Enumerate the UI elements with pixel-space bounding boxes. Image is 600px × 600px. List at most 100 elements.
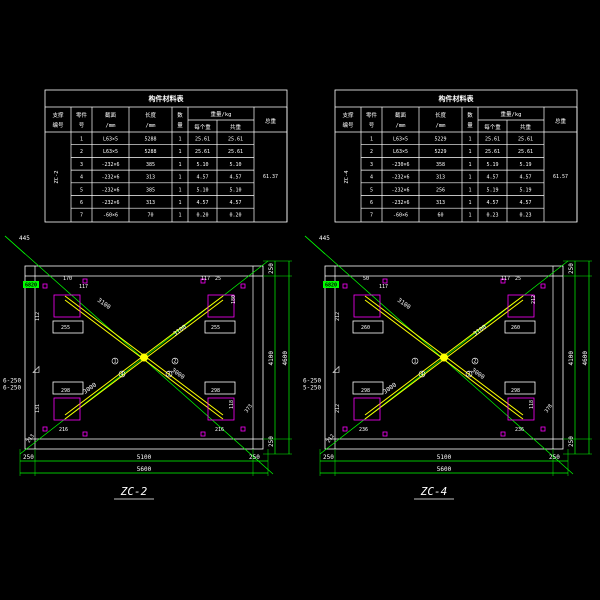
cell-qty: 1 bbox=[468, 175, 471, 181]
diagonal-centerline bbox=[304, 235, 574, 475]
cell-section: L63×5 bbox=[393, 137, 408, 143]
cell-length: 5288 bbox=[144, 149, 156, 155]
bolt-marker bbox=[82, 431, 88, 437]
cell-total: 4.57 bbox=[229, 175, 241, 181]
dim-left-b: 6-250 bbox=[3, 385, 21, 392]
cell-total: 5.19 bbox=[519, 187, 531, 193]
part-balloon-number: 1 bbox=[113, 359, 116, 365]
part-balloon bbox=[118, 370, 126, 378]
table-title: 构件材料表 bbox=[439, 94, 475, 103]
header-length: 长度 bbox=[435, 111, 447, 119]
header-total: 共重 bbox=[520, 123, 532, 131]
dimension-line bbox=[304, 235, 326, 255]
header-total: 共重 bbox=[230, 123, 242, 131]
header-part-no: 号 bbox=[369, 122, 375, 129]
dim-small: 50 bbox=[363, 276, 369, 282]
cell-each: 4.57 bbox=[486, 200, 498, 206]
cell-each: 5.10 bbox=[196, 187, 208, 193]
cell-length: 256 bbox=[436, 187, 445, 193]
cell-length: 385 bbox=[146, 187, 155, 193]
center-gusset bbox=[140, 353, 148, 362]
gusset-plate-top-right bbox=[507, 294, 535, 318]
center-gusset bbox=[440, 353, 448, 362]
dim-right-inner: 4100 bbox=[568, 351, 575, 366]
dim-small: 25 bbox=[515, 276, 521, 282]
dim-small: 236 bbox=[359, 427, 368, 433]
cell-part-no: 7 bbox=[80, 213, 83, 219]
dim-left-a: 6-250 bbox=[3, 378, 21, 385]
bolt-marker bbox=[500, 431, 506, 437]
dim-diag-length-b: 3100 bbox=[172, 323, 188, 337]
cell-each: 5.19 bbox=[486, 187, 498, 193]
part-balloon bbox=[171, 357, 179, 365]
member-tag-label: 6820 bbox=[325, 283, 337, 289]
header-part-no: 号 bbox=[79, 122, 85, 129]
dim-small: 25 bbox=[215, 276, 221, 282]
cell-qty: 1 bbox=[178, 162, 181, 168]
header-length: 长度 bbox=[145, 111, 157, 119]
part-balloon-number: 1 bbox=[413, 359, 416, 365]
cell-length: 60 bbox=[437, 213, 443, 219]
dimension-line bbox=[4, 235, 26, 255]
cell-total: 25.61 bbox=[228, 137, 243, 143]
part-balloon bbox=[411, 357, 419, 365]
dim-bottom-inner: 5100 bbox=[137, 454, 152, 461]
header-each: 每个重 bbox=[484, 123, 501, 131]
part-balloon-number: 3 bbox=[167, 372, 170, 378]
part-balloon-number: 4 bbox=[120, 372, 123, 378]
dim-diag-length-d: 3000 bbox=[470, 367, 486, 381]
header-weight: 重量/kg bbox=[501, 110, 522, 118]
part-balloon-number: 3 bbox=[467, 372, 470, 378]
cell-qty: 1 bbox=[468, 137, 471, 143]
cell-part-no: 1 bbox=[370, 137, 373, 143]
level-mark bbox=[332, 365, 340, 373]
header-sum: 总重 bbox=[265, 117, 277, 125]
cell-each: 4.57 bbox=[486, 175, 498, 181]
gusset-plate-top-right bbox=[207, 294, 235, 318]
cell-section: -60×6 bbox=[103, 213, 118, 219]
cell-each: 25.61 bbox=[195, 149, 210, 155]
diagonal-centerline bbox=[4, 235, 274, 475]
dim-small: 117 bbox=[501, 276, 510, 282]
cell-section: -232×6 bbox=[391, 175, 409, 181]
part-balloon-number: 2 bbox=[473, 359, 476, 365]
cell-part-no: 3 bbox=[80, 162, 83, 168]
cell-qty: 1 bbox=[468, 162, 471, 168]
bolt-marker bbox=[200, 431, 206, 437]
cell-length: 5288 bbox=[144, 137, 156, 143]
cell-part-no: 7 bbox=[370, 213, 373, 219]
dim-bottom-total: 5600 bbox=[137, 466, 152, 473]
plate-outline bbox=[352, 381, 384, 395]
dim-small: 170 bbox=[63, 276, 72, 282]
cell-qty: 1 bbox=[178, 149, 181, 155]
cell-part-no: 2 bbox=[80, 149, 83, 155]
cell-total: 4.57 bbox=[229, 200, 241, 206]
cell-length: 358 bbox=[436, 162, 445, 168]
cell-section: -232×6 bbox=[101, 200, 119, 206]
part-balloon bbox=[111, 357, 119, 365]
plate-outline bbox=[52, 381, 84, 395]
part-balloon bbox=[418, 370, 426, 378]
member-tag bbox=[23, 281, 39, 288]
dim-small: 298 bbox=[61, 388, 70, 394]
bolt-marker bbox=[382, 278, 388, 284]
cell-each: 5.19 bbox=[486, 162, 498, 168]
header-qty: 量 bbox=[177, 122, 183, 129]
dim-right-inner: 4100 bbox=[268, 351, 275, 366]
dim-left-a: 6-250 bbox=[303, 378, 321, 385]
cell-each: 0.20 bbox=[196, 213, 208, 219]
plate-outline bbox=[204, 320, 236, 334]
dim-small: 212 bbox=[326, 433, 336, 444]
bolt-marker bbox=[42, 283, 48, 289]
table-title: 构件材料表 bbox=[149, 94, 185, 103]
cell-total: 5.10 bbox=[229, 162, 241, 168]
cell-part-no: 2 bbox=[370, 149, 373, 155]
header-qty: 数 bbox=[467, 111, 473, 119]
part-balloon bbox=[471, 357, 479, 365]
dim-left-b: 5-250 bbox=[303, 385, 321, 392]
dim-small: 373 bbox=[244, 403, 254, 414]
plate-outline bbox=[352, 320, 384, 334]
header-section: 截面 bbox=[105, 111, 117, 119]
